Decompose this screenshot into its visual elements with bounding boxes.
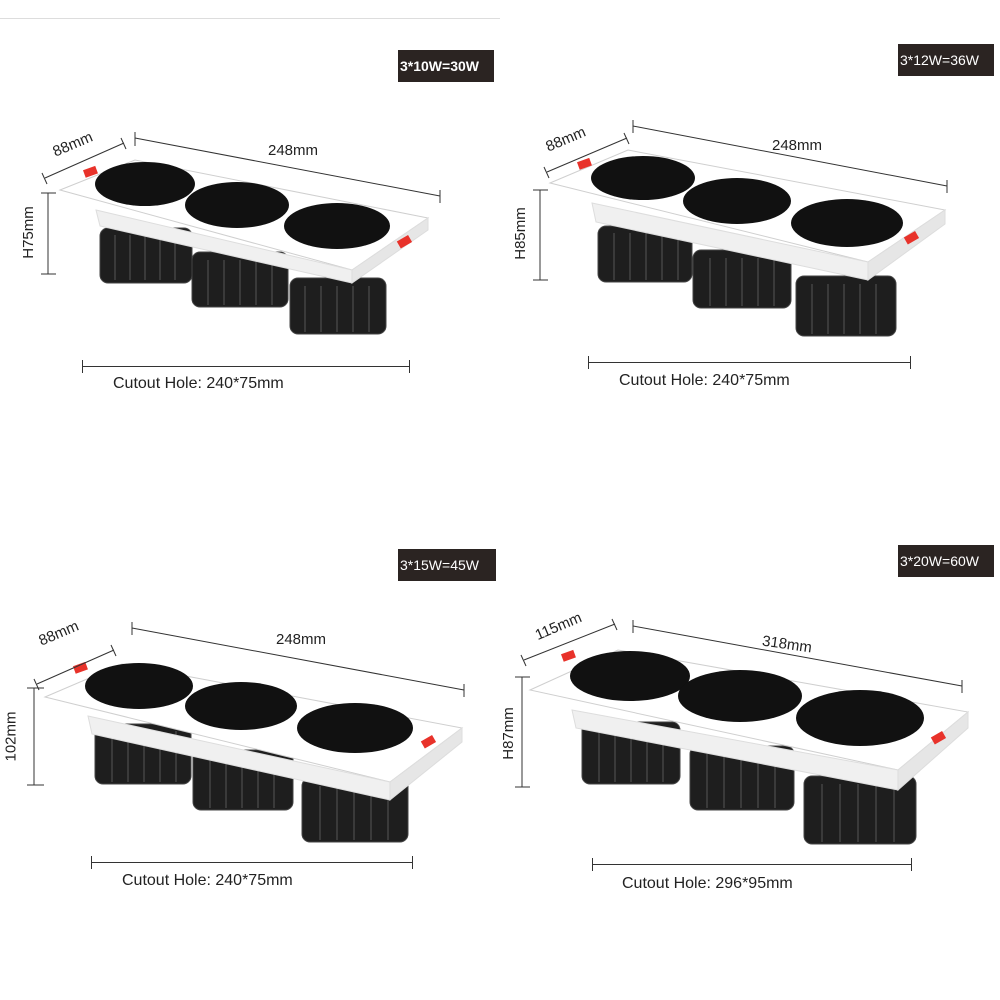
height-label: 102mm bbox=[2, 711, 20, 762]
product-panel-36w: 3*12W=36W 88mm 248mm H85mm Cutout Hole: … bbox=[500, 0, 1000, 500]
length-label: 248mm bbox=[772, 137, 823, 154]
product-panel-30w: 3*10W=30W 88mm 248mm H75mm Cutout Hole: … bbox=[0, 0, 500, 500]
length-label: 248mm bbox=[276, 631, 327, 648]
cutout-label: Cutout Hole: 240*75mm bbox=[619, 372, 790, 389]
cutout-label: Cutout Hole: 240*75mm bbox=[113, 375, 284, 392]
cutout-dimension-line bbox=[588, 356, 911, 369]
downlight-illustration bbox=[27, 622, 465, 843]
downlight-illustration bbox=[41, 132, 441, 335]
length-label: 248mm bbox=[268, 142, 319, 159]
cutout-label: Cutout Hole: 240*75mm bbox=[122, 872, 293, 889]
cutout-dimension-line bbox=[91, 856, 413, 869]
cutout-label: Cutout Hole: 296*95mm bbox=[622, 875, 793, 892]
power-badge: 3*15W=45W bbox=[398, 549, 496, 581]
height-label: H87mm bbox=[499, 707, 517, 760]
top-divider-line bbox=[0, 18, 500, 19]
power-badge: 3*20W=60W bbox=[898, 545, 994, 577]
cutout-dimension-line bbox=[592, 858, 912, 871]
product-panel-60w: 3*20W=60W 115mm 318mm H87mm Cutout Hole:… bbox=[500, 500, 1000, 1000]
product-panel-45w: 3*15W=45W 88mm 248mm 102mm Cutout Hole: … bbox=[0, 500, 500, 1000]
power-badge: 3*10W=30W bbox=[398, 50, 494, 82]
downlight-illustration bbox=[533, 120, 948, 337]
power-badge: 3*12W=36W bbox=[898, 44, 994, 76]
cutout-dimension-line bbox=[82, 360, 410, 373]
downlight-illustration bbox=[515, 618, 970, 845]
height-label: H75mm bbox=[19, 206, 37, 259]
height-label: H85mm bbox=[511, 207, 529, 260]
